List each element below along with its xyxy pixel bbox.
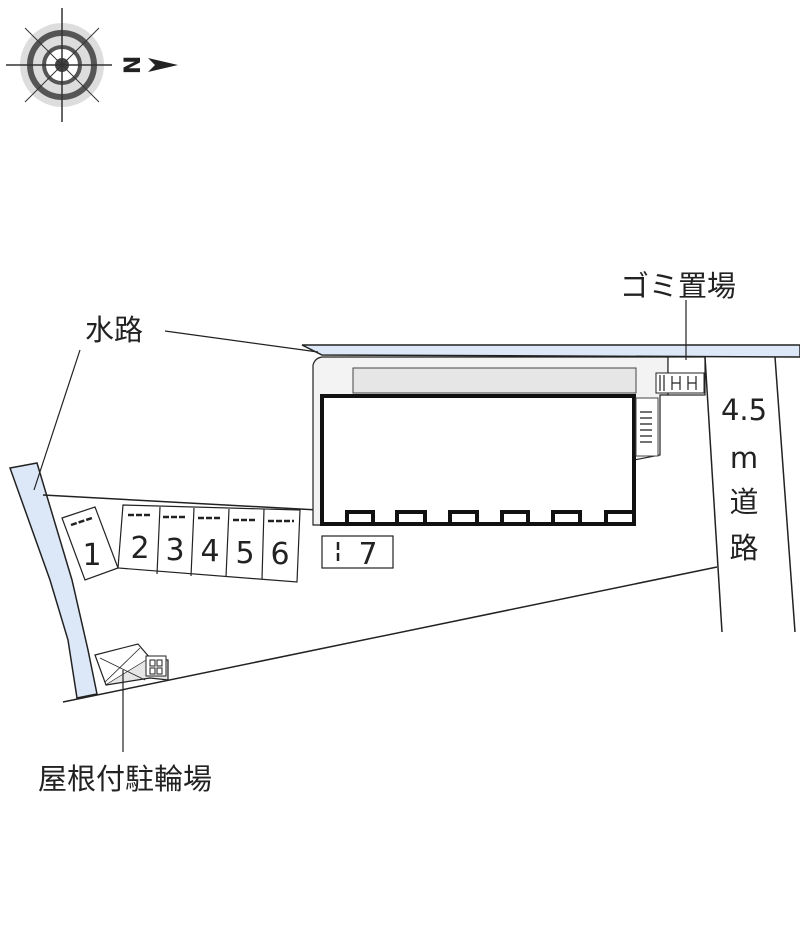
balcony (352, 367, 637, 394)
garbage-area (655, 356, 706, 396)
parking-number: 6 (270, 537, 289, 572)
waterway-top (301, 344, 800, 358)
parking-number: 4 (200, 534, 219, 569)
waterway-leader-left (33, 349, 81, 491)
parking-number: 5 (235, 536, 254, 571)
bike-parking-label: 屋根付駐輪場 (38, 762, 212, 796)
building-entrances (345, 510, 632, 524)
parking-number: 3 (165, 533, 184, 568)
road-width: 4.5 (721, 393, 767, 427)
parking-space-7: 7 (321, 535, 394, 572)
parking-block (117, 504, 301, 583)
north-arrow-icon (148, 58, 178, 72)
waterway-leader-top (164, 330, 319, 353)
road-label-1: 道 (729, 485, 758, 519)
parking-number: 7 (358, 537, 377, 572)
garbage-label: ゴミ置場 (620, 269, 736, 303)
road-edge-right (774, 356, 796, 633)
parking-space-5: 5 (233, 518, 257, 571)
compass-icon: N (6, 8, 178, 122)
lot-line-north (42, 494, 319, 511)
parking-space-4: 4 (198, 516, 222, 569)
parking-number: 2 (130, 531, 149, 566)
road-label-2: 路 (729, 531, 758, 565)
stairs-icon (635, 397, 659, 457)
parking-space-6: 6 (268, 519, 294, 572)
parking-number: 1 (82, 538, 101, 573)
road-edge-left (704, 356, 723, 633)
parking-space-1: 1 (61, 506, 119, 581)
parking-space-2: 2 (128, 513, 152, 566)
road-unit: m (730, 441, 758, 475)
waterway-label: 水路 (85, 313, 143, 347)
building (320, 394, 636, 526)
parking-space-3: 3 (163, 515, 187, 568)
north-label: N (118, 56, 143, 74)
waterway-left (8, 462, 98, 699)
bike-shed-icon (94, 643, 169, 686)
lot-line-south (62, 566, 718, 703)
